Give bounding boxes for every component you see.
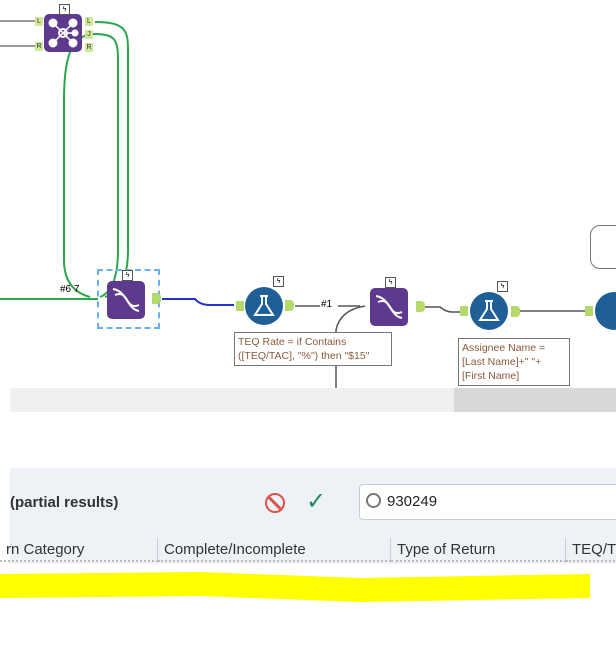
dna-icon	[112, 288, 140, 312]
annotation-assignee-name: Assignee Name = [Last Name]+" "+ [First …	[458, 338, 570, 386]
output-anchor[interactable]	[511, 306, 520, 317]
formula-tool-2[interactable]	[470, 292, 508, 330]
lightning-icon: ϟ	[497, 281, 508, 292]
column-header-teq[interactable]: TEQ/T	[566, 538, 616, 562]
input-anchor[interactable]	[585, 306, 593, 316]
output-anchor[interactable]	[416, 301, 425, 312]
comment-box	[590, 225, 616, 269]
tool-partial[interactable]	[595, 292, 616, 330]
lightning-icon: ϟ	[122, 270, 133, 281]
clear-filter-icon[interactable]	[265, 493, 285, 513]
connections	[0, 20, 585, 388]
join-anchor-out-l[interactable]: L	[85, 17, 93, 26]
results-panel: (partial results) ✓ 930249 rn Category C…	[0, 468, 616, 564]
connection-join-r	[63, 33, 96, 298]
flask-icon	[253, 295, 275, 316]
annotation-teq-rate: TEQ Rate = if Contains ([TEQ/TAC], "%") …	[234, 332, 392, 366]
search-icon	[366, 493, 381, 508]
connection-join-l	[94, 21, 129, 298]
join-anchor-in-l[interactable]: L	[35, 17, 43, 26]
connection-blue	[162, 298, 234, 306]
scrollbar-thumb[interactable]	[454, 388, 616, 412]
join-anchor-out-r[interactable]: R	[85, 43, 93, 52]
output-anchor[interactable]	[152, 293, 161, 304]
horizontal-scrollbar[interactable]	[10, 388, 616, 412]
dynamic-select-tool-2[interactable]	[370, 288, 408, 326]
search-input[interactable]: 930249	[359, 484, 616, 520]
join-icon	[48, 18, 79, 48]
lightning-icon: ϟ	[59, 4, 70, 15]
dynamic-select-tool[interactable]	[107, 281, 145, 319]
join-anchor-in-r[interactable]: R	[35, 42, 43, 51]
connection-down	[335, 305, 366, 388]
connection-label-6-7: #6 7	[60, 284, 80, 295]
lightning-icon: ϟ	[273, 276, 284, 287]
yellow-highlight-mark	[0, 572, 590, 602]
output-anchor[interactable]	[285, 300, 294, 311]
input-anchor[interactable]	[460, 306, 468, 316]
dna-icon	[375, 295, 403, 319]
connection-3	[420, 306, 460, 313]
column-header-type-of-return[interactable]: Type of Return	[391, 538, 566, 562]
join-tool[interactable]	[44, 14, 82, 52]
formula-tool-1[interactable]	[245, 287, 283, 325]
column-header-return-category[interactable]: rn Category	[0, 538, 158, 562]
input-anchor[interactable]	[236, 301, 244, 311]
connection-label-1: #1	[321, 299, 333, 310]
column-header-complete-incomplete[interactable]: Complete/Incomplete	[158, 538, 391, 562]
apply-filter-icon[interactable]: ✓	[306, 488, 327, 515]
flask-icon	[478, 300, 500, 321]
results-title: (partial results)	[10, 494, 119, 511]
workflow-canvas[interactable]: L R L J R ϟ #6 7 ϟ ϟ #1 TEQ Rate = if Co…	[0, 0, 616, 388]
connection-join-j	[94, 33, 119, 298]
join-anchor-out-j[interactable]: J	[85, 30, 93, 39]
search-value: 930249	[387, 493, 438, 510]
lightning-icon: ϟ	[385, 277, 396, 288]
